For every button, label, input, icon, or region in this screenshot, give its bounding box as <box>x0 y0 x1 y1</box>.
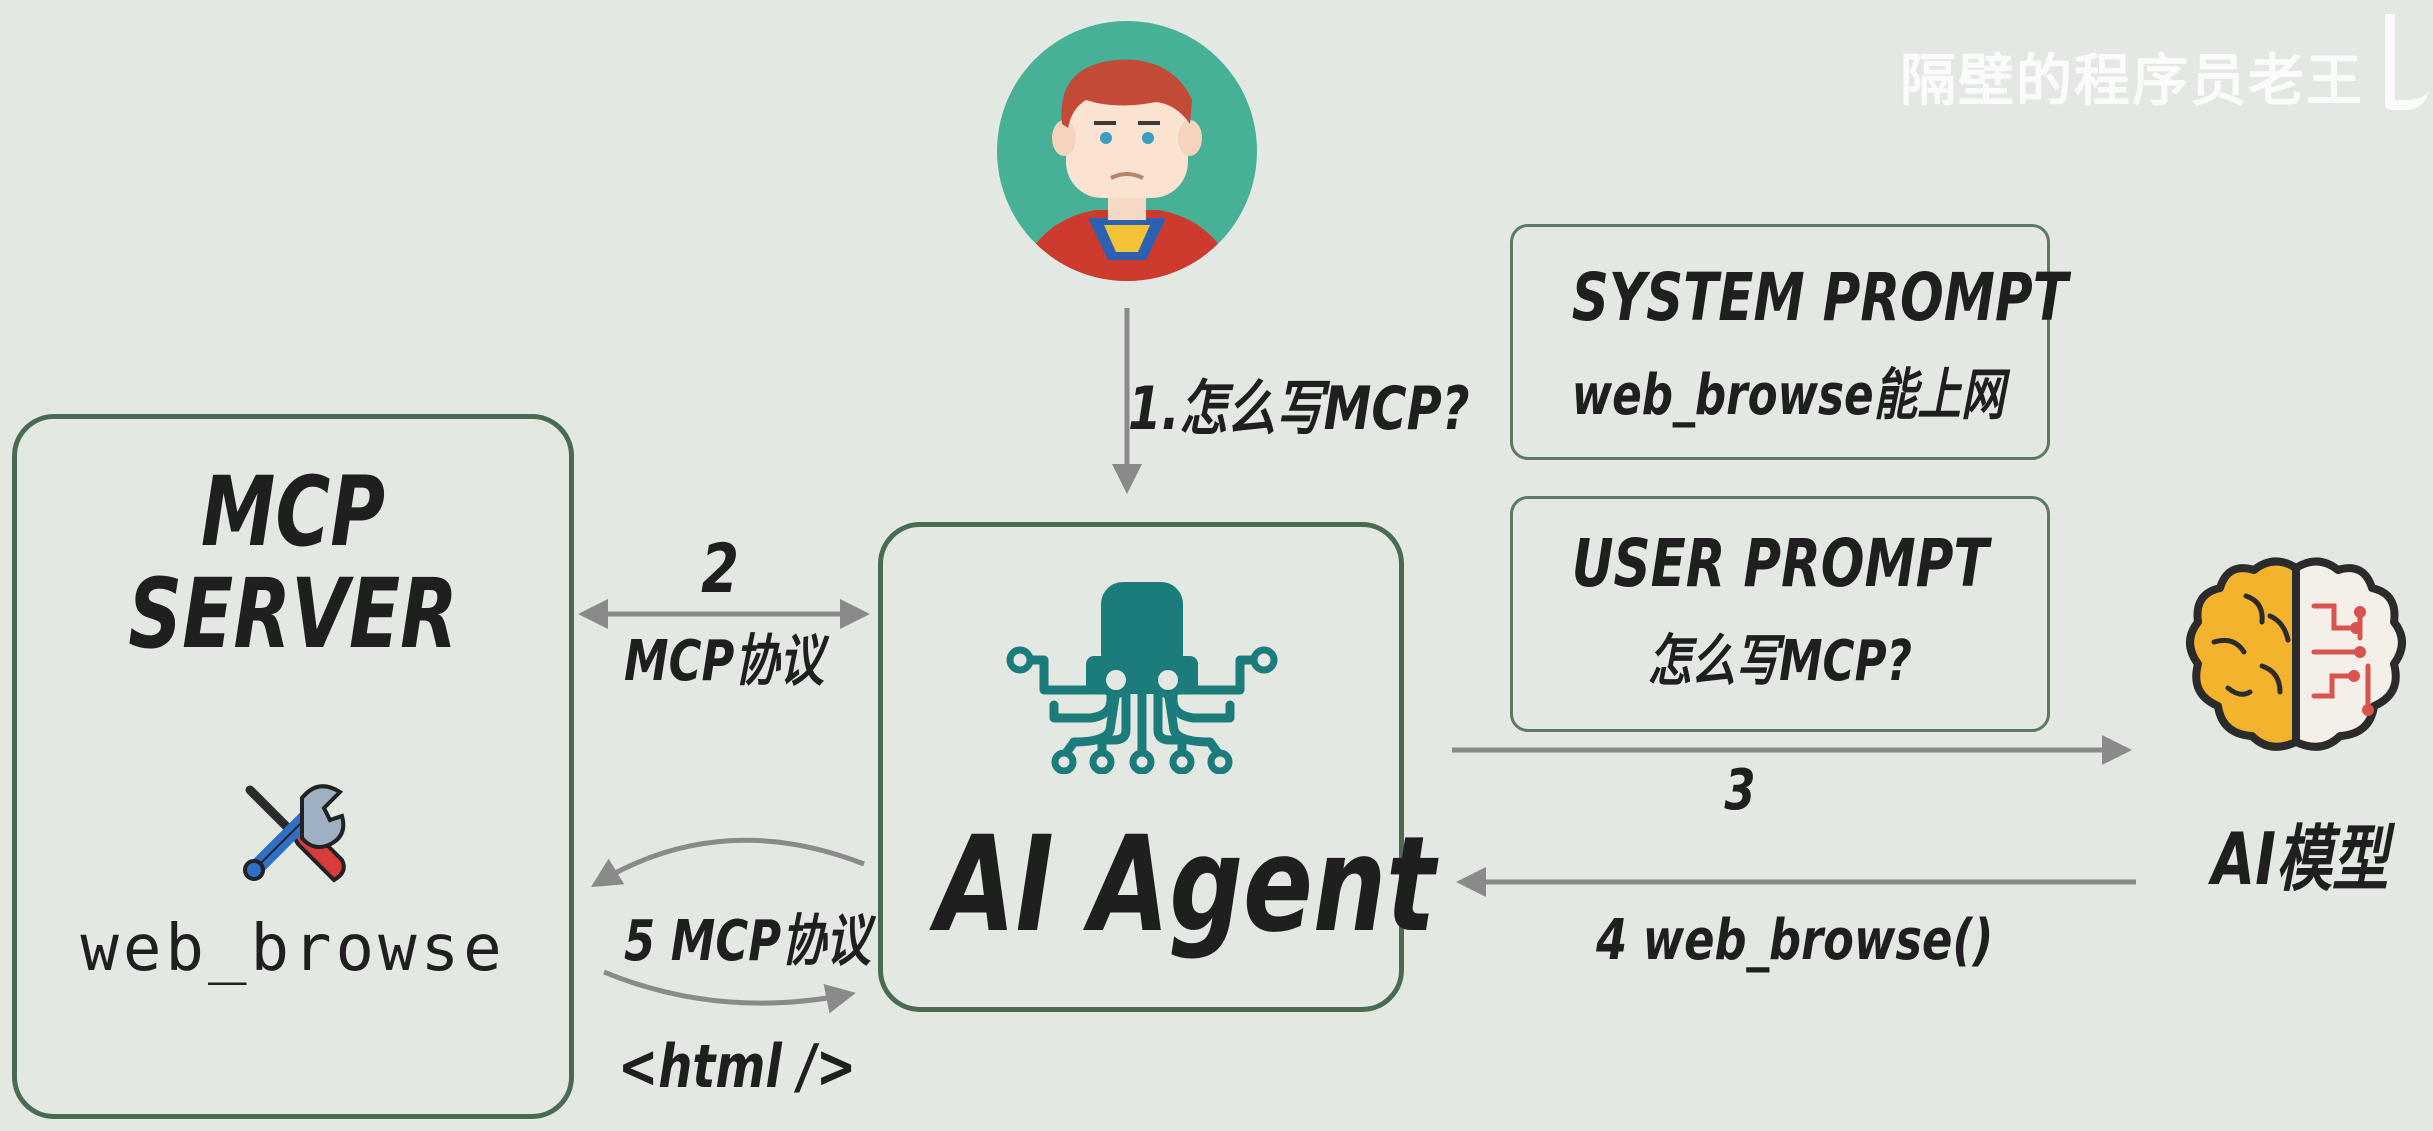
brain-icon <box>2186 557 2406 751</box>
mcp-server-title-line1: MCP <box>200 456 386 568</box>
ai-model-label: AI模型 <box>2211 817 2389 901</box>
mcp-tool-name: web_browse <box>80 912 506 986</box>
html-response-label: <html /> <box>618 1032 857 1102</box>
watermark-logo <box>2385 14 2429 110</box>
step-2-label: MCP协议 <box>624 629 824 694</box>
watermark: 隔壁的程序员老王 <box>1900 49 2364 114</box>
system-prompt-box: SYSTEM PROMPT web_browse能上网 <box>1510 224 2068 460</box>
octopus-icon <box>1006 582 1278 774</box>
user-avatar-icon <box>997 21 1257 281</box>
step-1-label: 1.怎么写MCP? <box>1128 374 1470 444</box>
arrow-step-5 <box>590 837 865 888</box>
step-2-number: 2 <box>701 530 739 609</box>
user-prompt-text: 怎么写MCP? <box>1648 629 1912 694</box>
system-prompt-text: web_browse能上网 <box>1571 363 2005 428</box>
user-prompt-box: USER PROMPT 怎么写MCP? <box>1510 496 2050 732</box>
step-3-label: 3 <box>1724 758 1756 823</box>
user-prompt-title: USER PROMPT <box>1571 525 1989 602</box>
mcp-server-box <box>12 414 574 1119</box>
arrow-html-response <box>603 969 856 1014</box>
tools-icon <box>243 784 346 883</box>
step-5-label: 5 MCP协议 <box>624 909 871 974</box>
step-4-label: 4 web_browse() <box>1596 908 1994 973</box>
mcp-server-title-line2: SERVER <box>128 558 458 670</box>
system-prompt-title: SYSTEM PROMPT <box>1571 259 2068 336</box>
